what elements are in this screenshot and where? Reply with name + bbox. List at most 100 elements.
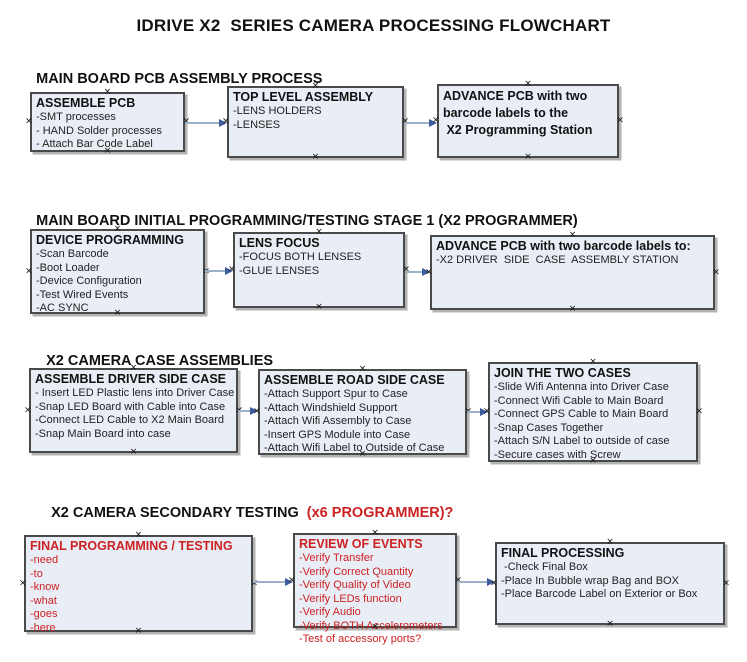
section-header-text: MAIN BOARD PCB ASSEMBLY PROCESS xyxy=(36,71,323,87)
connector-line xyxy=(185,121,219,124)
box-title: FINAL PROCESSING xyxy=(501,546,625,560)
section-header-pcb-assembly: MAIN BOARD PCB ASSEMBLY PROCESS xyxy=(20,55,322,103)
connection-point-icon xyxy=(569,305,577,314)
flow-box-top-level-assembly[interactable]: TOP LEVEL ASSEMBLY -LENS HOLDERS -LENSES xyxy=(227,86,404,158)
connection-point-icon xyxy=(371,623,379,632)
connector-line xyxy=(404,121,429,124)
connection-point-icon xyxy=(589,457,597,466)
box-line: -Insert GPS Module into Case xyxy=(264,428,411,441)
box-line: - Insert LED Plastic lens into Driver Ca… xyxy=(35,387,235,399)
box-line: -Connect Wifi Cable to Main Board xyxy=(494,394,664,407)
connection-point-icon xyxy=(130,364,138,373)
box-line: -Attach Wifi Label to Outside of Case xyxy=(264,442,445,454)
connection-point-icon xyxy=(19,579,27,588)
box-line: -LENSES xyxy=(233,118,281,131)
box-line: -Attach Support Spur to Case xyxy=(264,388,408,400)
connector-line xyxy=(205,269,225,272)
connector-line xyxy=(405,270,422,273)
connection-point-icon xyxy=(104,147,112,156)
connection-point-icon xyxy=(253,408,261,417)
connection-point-icon xyxy=(359,365,367,374)
box-line: - HAND Solder processes xyxy=(36,124,162,137)
box-line: -Verify LEDs function xyxy=(299,592,402,605)
box-line: X2 Programming Station xyxy=(443,123,593,137)
section-header-initial-programming: MAIN BOARD INITIAL PROGRAMMING/TESTING S… xyxy=(20,197,578,245)
box-line: -GLUE LENSES xyxy=(239,264,320,277)
flow-box-join-the-two-cases[interactable]: JOIN THE TWO CASES -Slide Wifi Antenna i… xyxy=(488,362,698,462)
connection-point-icon xyxy=(695,408,703,417)
box-line: -Device Configuration xyxy=(36,275,142,287)
box-line: -Attach S/N Label to outside of case xyxy=(494,435,670,447)
connector-line xyxy=(238,409,250,412)
connection-point-icon xyxy=(130,448,138,457)
section-header-text: X2 CAMERA CASE ASSEMBLIES xyxy=(46,353,274,369)
flow-box-final-programming-testing[interactable]: FINAL PROGRAMMING / TESTING -need -to -k… xyxy=(24,535,253,634)
box-line: -Verify Quality of Video xyxy=(299,579,411,591)
box-title: REVIEW OF EVENTS xyxy=(299,537,423,551)
box-line: -Verify Transfer xyxy=(299,552,374,564)
connection-point-icon xyxy=(114,225,122,234)
box-title: ASSEMBLE DRIVER SIDE CASE xyxy=(35,372,227,386)
connector-arrow[interactable] xyxy=(253,577,293,586)
flow-box-advance-pcb-programming-station[interactable]: ADVANCE PCB with two barcode labels to t… xyxy=(437,84,619,158)
connection-point-icon xyxy=(222,118,230,127)
connection-point-icon xyxy=(606,538,614,547)
box-line: -Snap Main Board into case xyxy=(35,427,171,440)
connector-arrow[interactable] xyxy=(185,118,227,127)
flow-box-assemble-pcb[interactable]: ASSEMBLE PCB -SMT processes - HAND Solde… xyxy=(30,92,185,152)
box-line: -need xyxy=(30,554,59,566)
page-title: IDRIVE X2 SERIES CAMERA PROCESSING FLOWC… xyxy=(136,16,611,35)
connection-point-icon xyxy=(104,88,112,97)
connection-point-icon xyxy=(606,620,614,629)
box-title: ASSEMBLE ROAD SIDE CASE xyxy=(264,373,445,387)
connection-point-icon xyxy=(25,118,33,127)
box-line: -here xyxy=(30,621,56,634)
connection-point-icon xyxy=(228,266,236,275)
connection-point-icon xyxy=(722,579,730,588)
box-line: barcode labels to the xyxy=(443,106,569,120)
box-line: -X2 DRIVER SIDE CASE ASSEMBLY STATION xyxy=(436,254,679,266)
connection-point-icon xyxy=(24,406,32,415)
connection-point-icon xyxy=(569,231,577,240)
flow-box-assemble-road-side-case[interactable]: ASSEMBLE ROAD SIDE CASE -Attach Support … xyxy=(258,369,467,455)
box-line: -Verify Correct Quantity xyxy=(299,565,414,578)
box-line: -Snap LED Board with Cable into Case xyxy=(35,400,226,413)
flow-box-final-processing[interactable]: FINAL PROCESSING -Check Final Box -Place… xyxy=(495,542,725,625)
flow-box-device-programming[interactable]: DEVICE PROGRAMMING -Scan Barcode -Boot L… xyxy=(30,229,205,314)
flow-box-lens-focus[interactable]: LENS FOCUS -FOCUS BOTH LENSES -GLUE LENS… xyxy=(233,232,405,308)
box-line: -what xyxy=(30,594,57,607)
box-line: -Place Barcode Label on Exterior or Box xyxy=(501,588,698,600)
box-line: -AC SYNC xyxy=(36,302,89,314)
connection-point-icon xyxy=(315,228,323,237)
connection-point-icon xyxy=(425,268,433,277)
box-line: -Verify BOTH Accelerometers xyxy=(299,619,443,632)
connection-point-icon xyxy=(135,627,143,636)
box-line: -Connect GPS Cable to Main Board xyxy=(494,408,669,420)
box-line: -LENS HOLDERS xyxy=(233,105,322,117)
flow-box-advance-pcb-driver-side[interactable]: ADVANCE PCB with two barcode labels to: … xyxy=(430,235,715,310)
section-header-case-assemblies: X2 CAMERA CASE ASSEMBLIES xyxy=(30,337,273,385)
connection-point-icon xyxy=(589,358,597,367)
box-line: -FOCUS BOTH LENSES xyxy=(239,251,362,263)
box-line: -Attach Wifi Assembly to Case xyxy=(264,415,412,427)
box-title: FINAL PROGRAMMING / TESTING xyxy=(30,539,233,553)
connection-point-icon xyxy=(524,153,532,162)
box-line: -Attach Windshield Support xyxy=(264,401,398,414)
connection-point-icon xyxy=(371,529,379,538)
connection-point-icon xyxy=(315,303,323,312)
box-title: ADVANCE PCB with two xyxy=(443,89,588,103)
box-line: -Place In Bubble wrap Bag and BOX xyxy=(501,574,679,587)
connection-point-icon xyxy=(312,153,320,162)
connector-line xyxy=(457,580,487,583)
connection-point-icon xyxy=(483,408,491,417)
flow-box-assemble-driver-side-case[interactable]: ASSEMBLE DRIVER SIDE CASE - Insert LED P… xyxy=(29,368,238,453)
box-line: -Verify Audio xyxy=(299,606,361,618)
section-header-secondary-testing: X2 CAMERA SECONDARY TESTING (x6 PROGRAMM… xyxy=(35,489,453,537)
box-line: -Check Final Box xyxy=(501,561,588,573)
box-line: -Test Wired Events xyxy=(36,288,129,301)
box-line: -Connect LED Cable to X2 Main Board xyxy=(35,414,224,426)
connection-point-icon xyxy=(25,267,33,276)
flow-box-review-of-events[interactable]: REVIEW OF EVENTS -Verify Transfer -Verif… xyxy=(293,533,457,645)
box-line: -Scan Barcode xyxy=(36,248,109,260)
connection-point-icon xyxy=(312,82,320,91)
